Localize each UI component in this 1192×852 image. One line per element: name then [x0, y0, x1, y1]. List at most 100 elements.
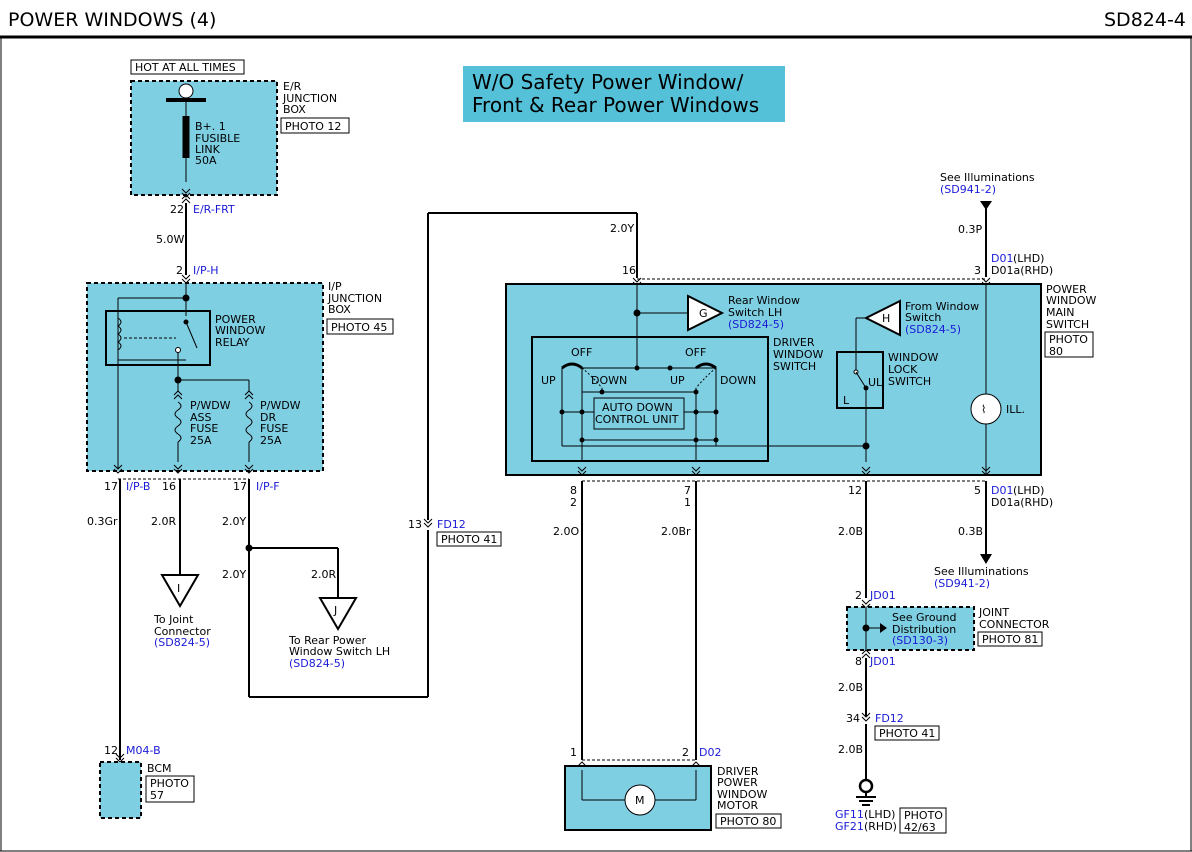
ref-label: Connector	[154, 625, 211, 638]
ref-link[interactable]: (SD824-5)	[289, 657, 345, 670]
er-box-name: JUNCTION	[282, 92, 337, 105]
connector-id: FD12	[437, 518, 466, 531]
pin-number: 1	[684, 496, 691, 509]
ref-label: Switch LH	[728, 306, 782, 319]
connector-id: JD01	[869, 589, 896, 602]
ref-letter: H	[882, 312, 890, 325]
pin-number: 2	[682, 746, 689, 759]
er-junction-box: HOT AT ALL TIMES B+. 1 FUSIBLE LINK 50A …	[130, 59, 350, 216]
ref-link[interactable]: (SD824-5)	[154, 636, 210, 649]
lamp-icon: ⌇	[981, 403, 986, 416]
joint-label: JOINT	[978, 606, 1009, 619]
wire-label: 2.0Y	[222, 568, 246, 581]
ref-label: To Rear Power	[288, 634, 366, 647]
variant-label: (LHD)	[864, 808, 895, 821]
switch-state: UL	[868, 376, 883, 389]
switch-label: WINDOW	[888, 351, 938, 364]
switch-label: SWITCH	[888, 375, 931, 388]
pin-number: 13	[408, 518, 422, 531]
motor-wiring: 2.0O 2.0Br 1 2 D02 M DRIVER POWER WINDOW…	[553, 481, 782, 831]
ill-label: ILL.	[1006, 403, 1025, 416]
diagram-title: W/O Safety Power Window/ Front & Rear Po…	[463, 66, 785, 122]
ref-label: From Window	[905, 300, 979, 313]
photo-ref: PHOTO	[904, 809, 943, 822]
switch-state: DOWN	[591, 374, 627, 387]
pin-number: 5	[974, 484, 981, 497]
ref-link[interactable]: (SD824-5)	[728, 318, 784, 331]
ref-letter: G	[699, 307, 708, 320]
page-title: POWER WINDOWS (4)	[8, 9, 216, 31]
ip-box-name: JUNCTION	[327, 292, 382, 305]
connector-id: D01	[991, 252, 1013, 265]
fuse-label: P/WDW	[190, 399, 231, 412]
ref-label: See Ground	[892, 611, 956, 624]
photo-ref: PHOTO	[1049, 333, 1088, 346]
variant-label: (RHD)	[864, 820, 897, 833]
photo-ref: PHOTO 45	[331, 321, 387, 334]
switch-label: LOCK	[888, 363, 918, 376]
connector-id: I/P-H	[193, 264, 219, 277]
relay-label: WINDOW	[215, 324, 265, 337]
ref-label: Rear Window	[728, 294, 800, 307]
switch-state: UP	[670, 374, 685, 387]
switch-state: UP	[541, 374, 556, 387]
wire-label: 2.0B	[838, 525, 863, 538]
connector-id: D01	[991, 484, 1013, 497]
photo-ref: PHOTO 41	[879, 727, 935, 740]
switch-state: OFF	[685, 346, 706, 359]
pin-number: 8	[570, 484, 577, 497]
illumination-wiring: See Illuminations (SD941-2) 0.3P 0.3B Se…	[934, 171, 1035, 590]
photo-ref: PHOTO	[150, 777, 189, 790]
connector-id: I/P-B	[126, 480, 150, 493]
wire-label: 2.0B	[838, 743, 863, 756]
connector-id: D01a(RHD)	[991, 496, 1053, 509]
fuse-label: 25A	[190, 434, 212, 447]
switch-name: MAIN	[1046, 306, 1075, 319]
fuse-label: ASS	[190, 411, 212, 424]
ground-id: GF11	[835, 808, 864, 821]
motor-label: MOTOR	[717, 799, 759, 812]
switch-label: WINDOW	[773, 348, 823, 361]
wire-label: 2.0Br	[661, 525, 691, 538]
ip-box-name: I/P	[328, 280, 342, 293]
er-box-name: E/R	[283, 80, 302, 93]
pin-number: 2	[570, 496, 577, 509]
ref-link[interactable]: (SD941-2)	[940, 183, 996, 196]
joint-label: CONNECTOR	[979, 618, 1050, 631]
ref-link[interactable]: (SD824-5)	[905, 323, 961, 336]
pin-number: 12	[104, 744, 118, 757]
hot-label: HOT AT ALL TIMES	[135, 61, 236, 74]
pin-number: 17	[104, 480, 118, 493]
pin-number: 1	[570, 746, 577, 759]
motor-icon: M	[635, 794, 645, 807]
ref-link[interactable]: (SD941-2)	[934, 577, 990, 590]
ref-link[interactable]: (SD130-3)	[892, 634, 948, 647]
ref-letter: I	[177, 582, 180, 595]
wire-label: 2.0R	[151, 515, 176, 528]
switch-label: SWITCH	[773, 360, 816, 373]
pin-number: 8	[855, 655, 862, 668]
variant-label: (LHD)	[1013, 484, 1044, 497]
motor-label: POWER	[717, 776, 758, 789]
fuse-label: FUSE	[260, 422, 288, 435]
motor-label: DRIVER	[717, 765, 759, 778]
ref-label: Distribution	[892, 623, 956, 636]
switch-name: WINDOW	[1046, 294, 1096, 307]
ground-icon	[858, 778, 874, 794]
ref-label: Switch	[905, 311, 941, 324]
switch-state: OFF	[571, 346, 592, 359]
photo-ref: 80	[1049, 345, 1063, 358]
photo-ref: 57	[150, 789, 164, 802]
connector-id: E/R-FRT	[193, 203, 235, 216]
fuse-label: 50A	[195, 154, 217, 167]
ip-box-name: BOX	[328, 303, 351, 316]
wire-label: 2.0R	[311, 568, 336, 581]
fuse-label: B+. 1	[195, 120, 226, 133]
pin-number: 2	[176, 264, 183, 277]
fuse-label: FUSIBLE	[195, 132, 240, 145]
pin-number: 17	[233, 480, 247, 493]
title-line-1: W/O Safety Power Window/	[472, 70, 744, 94]
header-bar: POWER WINDOWS (4) SD824-4	[0, 9, 1192, 852]
auto-down-label: CONTROL UNIT	[595, 413, 679, 426]
bcm-label: BCM	[147, 762, 172, 775]
